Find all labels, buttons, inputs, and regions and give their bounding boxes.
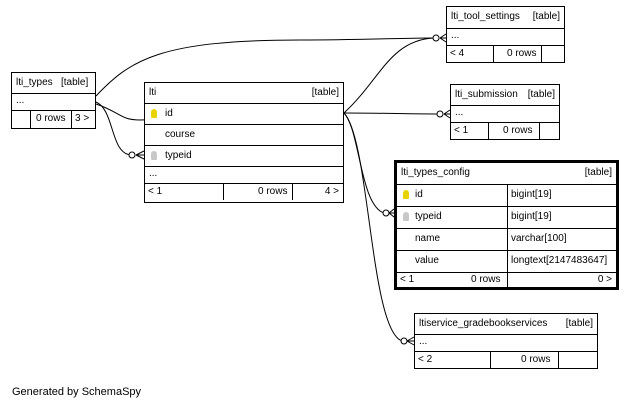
column-id[interactable]: id xyxy=(165,108,173,119)
row-count: 0 rows xyxy=(503,125,533,136)
column-type: varchar[100] xyxy=(511,233,567,244)
column-course[interactable]: course xyxy=(165,129,196,140)
table-name[interactable]: lti_types_config xyxy=(401,167,470,178)
table-tag: [table] xyxy=(527,89,555,100)
edge-lti-submission xyxy=(343,112,439,115)
children-link[interactable]: 3 > xyxy=(75,113,90,124)
more-columns: ... xyxy=(451,30,460,41)
more-columns: ... xyxy=(149,168,158,179)
footer-credit: Generated by SchemaSpy xyxy=(12,386,142,398)
primary-key-icon xyxy=(151,109,157,118)
edge-lti-types-lti xyxy=(95,101,133,156)
column-value[interactable]: value xyxy=(415,255,439,266)
row-count: 0 rows xyxy=(36,113,66,124)
edge-lti-tool-settings xyxy=(343,37,435,114)
foreign-key-icon xyxy=(403,212,409,221)
table-name[interactable]: lti xyxy=(149,87,157,98)
column-type: longtext[2147483647] xyxy=(511,255,608,266)
parents-link[interactable]: < 1 xyxy=(400,274,415,285)
column-type: bigint[19] xyxy=(511,211,552,222)
row-count: 0 rows xyxy=(507,48,537,59)
children-link[interactable]: 4 > xyxy=(324,186,339,197)
table-ltiservice-gradebookservices[interactable]: ltiservice_gradebookservices [table] ...… xyxy=(414,313,598,369)
table-tag: [table] xyxy=(565,318,593,329)
row-count: 0 rows xyxy=(521,354,551,365)
more-columns: ... xyxy=(16,95,25,106)
table-name[interactable]: ltiservice_gradebookservices xyxy=(419,318,548,329)
table-tag: [table] xyxy=(61,77,89,88)
table-lti-tool-settings[interactable]: lti_tool_settings [table] ... < 4 0 rows xyxy=(446,6,565,63)
table-name[interactable]: lti_types xyxy=(16,77,53,88)
column-type: bigint[19] xyxy=(511,189,552,200)
table-tag: [table] xyxy=(311,87,339,98)
table-tag: [table] xyxy=(532,11,560,22)
table-name[interactable]: lti_submission xyxy=(455,89,518,100)
children-link[interactable]: 0 > xyxy=(597,274,612,285)
row-count: 0 rows xyxy=(258,186,288,197)
parents-link[interactable]: < 1 xyxy=(148,186,163,197)
edge-gradebookservices xyxy=(343,112,403,342)
parents-link[interactable]: < 1 xyxy=(454,125,469,136)
parents-link[interactable]: < 2 xyxy=(418,354,433,365)
row-count: 0 rows xyxy=(471,274,501,285)
table-name[interactable]: lti_tool_settings xyxy=(451,11,520,22)
edge-lti-types-tool-settings xyxy=(95,37,435,97)
table-lti-types-config[interactable]: lti_types_config [table] id bigint[19] t… xyxy=(394,160,619,290)
column-id[interactable]: id xyxy=(415,189,423,200)
column-typeid[interactable]: typeid xyxy=(415,211,442,222)
table-tag: [table] xyxy=(584,167,612,178)
foreign-key-icon xyxy=(151,151,157,160)
column-typeid[interactable]: typeid xyxy=(165,150,192,161)
more-columns: ... xyxy=(455,107,464,118)
table-lti-submission[interactable]: lti_submission [table] ... < 1 0 rows xyxy=(450,84,560,140)
more-columns: ... xyxy=(419,336,428,347)
primary-key-icon xyxy=(403,190,409,199)
table-lti-types[interactable]: lti_types [table] ... 0 rows 3 > xyxy=(11,72,96,129)
parents-link[interactable]: < 4 xyxy=(450,48,465,59)
column-name[interactable]: name xyxy=(415,233,441,244)
table-lti[interactable]: lti [table] id course typeid ... < 1 0 r… xyxy=(144,82,344,203)
